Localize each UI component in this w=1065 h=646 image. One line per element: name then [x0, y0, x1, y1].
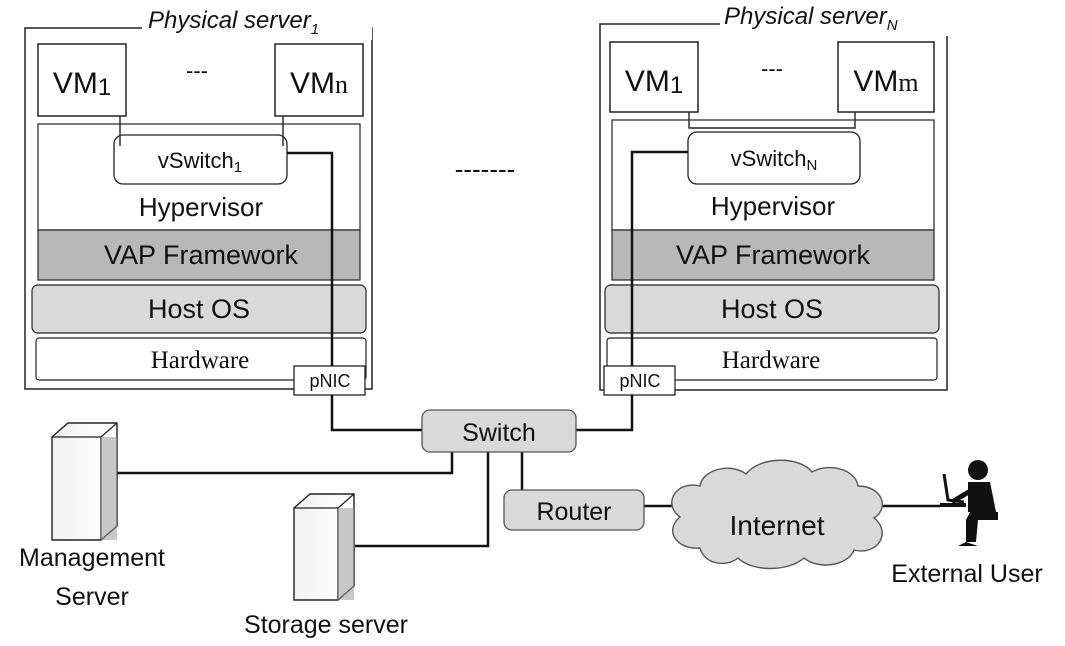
- internet-label: Internet: [730, 510, 825, 541]
- server-n-vm-left-label: VM1: [625, 65, 683, 99]
- external-user[interactable]: External User: [891, 460, 1043, 588]
- server-n-host-os[interactable]: [604, 284, 940, 334]
- server-n-title: Physical serverN: [724, 3, 898, 34]
- switch-box[interactable]: [421, 409, 577, 453]
- server-n-pnic-label: pNIC: [619, 371, 660, 391]
- server-1-host-os[interactable]: [31, 284, 367, 334]
- user-at-laptop-icon: [940, 460, 998, 546]
- server-1-vm-dots: ---: [186, 58, 208, 83]
- server-n-pnic[interactable]: [603, 365, 676, 396]
- switch-label: Switch: [462, 419, 536, 447]
- internet-cloud[interactable]: Internet: [671, 459, 883, 570]
- router-label: Router: [536, 498, 611, 526]
- router-box[interactable]: [503, 489, 645, 531]
- server-n-vap-label: VAP Framework: [676, 240, 871, 270]
- server-1-pnic-label: pNIC: [309, 371, 350, 391]
- server-n-vswitch[interactable]: [687, 131, 861, 185]
- server-n-vm-right-label: VMm: [853, 65, 918, 98]
- server-n-host-os-label: Host OS: [721, 294, 823, 324]
- server-n-vswitch-pnic-link: [630, 150, 688, 366]
- management-server[interactable]: Management Server: [19, 422, 165, 611]
- more-servers-dots: -------: [455, 154, 516, 184]
- storage-label: Storage server: [244, 611, 408, 639]
- server-n-hardware-label: Hardware: [722, 347, 821, 374]
- link-servern-switch: [576, 395, 634, 432]
- server-1-pnic[interactable]: [293, 365, 366, 396]
- server-n-vm-right[interactable]: [837, 41, 935, 113]
- storage-server[interactable]: Storage server: [244, 493, 408, 639]
- server-1-vswitch-label: vSwitch1: [158, 148, 242, 176]
- cloud-shape: [671, 459, 883, 570]
- server-n-vswitch-label: vSwitchN: [731, 146, 818, 174]
- server-n-hypervisor-label: Hypervisor: [711, 191, 836, 221]
- server-1-vm-right-label: VMn: [290, 67, 348, 100]
- management-label-line2: Server: [55, 583, 129, 611]
- router-node[interactable]: Router: [503, 489, 645, 531]
- server-1-vm-left[interactable]: [37, 43, 127, 117]
- server-1-vswitch-pnic-link: [287, 151, 334, 366]
- server-n-vm-dots: ---: [761, 56, 783, 81]
- server-1-hardware-label: Hardware: [151, 347, 250, 374]
- switch-node[interactable]: Switch: [421, 409, 577, 453]
- management-label-line1: Management: [19, 544, 165, 572]
- server-1-vswitch[interactable]: [113, 134, 288, 185]
- server-1-vm-left-label: VM1: [53, 67, 111, 101]
- server-1-hypervisor-label: Hypervisor: [139, 192, 264, 222]
- server-1-vm-right[interactable]: [274, 43, 364, 117]
- external-user-label: External User: [891, 560, 1042, 588]
- server-1-vap-framework[interactable]: [37, 229, 361, 281]
- physical-server-1: Physical server1 VM1 --- VMn vSwitch1 Hy…: [24, 7, 373, 396]
- link-storage-switch: [355, 452, 490, 548]
- server-1-hardware[interactable]: [35, 337, 367, 381]
- link-server1-switch: [330, 395, 422, 432]
- server-n-vm-left[interactable]: [609, 41, 699, 113]
- link-management-switch: [117, 452, 454, 475]
- physical-server-n: Physical serverN VM1 --- VMm vSwitchN Hy…: [599, 2, 955, 396]
- server-1-title: Physical server1: [148, 7, 319, 38]
- server-1-vap-label: VAP Framework: [104, 240, 299, 270]
- server-n-hardware[interactable]: [606, 337, 938, 381]
- server-n-vm-left-link: [688, 112, 856, 129]
- server-1-host-os-label: Host OS: [148, 294, 250, 324]
- server-n-vap-framework[interactable]: [611, 229, 935, 281]
